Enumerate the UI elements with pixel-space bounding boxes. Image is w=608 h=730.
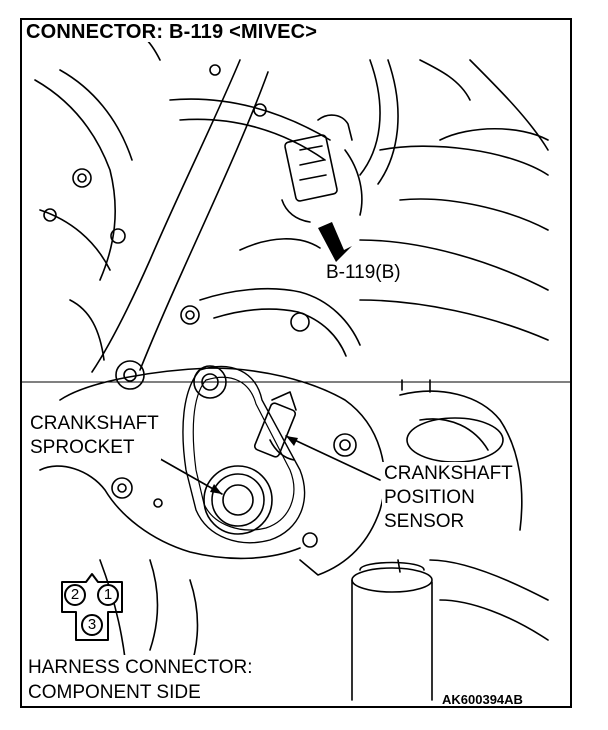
connector-pin-3: 3 [81,614,103,636]
b119-connector-body [284,134,338,202]
label-line: COMPONENT SIDE [28,682,201,703]
harness-connector-label: HARNESS CONNECTOR: COMPONENT SIDE [26,655,255,705]
connector-pin-1: 1 [97,584,119,606]
page-title: CONNECTOR: B-119 <MIVEC> [24,21,320,43]
bolt [72,168,92,188]
hose-main [91,59,241,373]
connector-arrow-icon [318,222,352,262]
oil-filter [351,579,433,701]
timing-belt [182,365,306,544]
connector-callout: B-119(B) [324,262,403,283]
crankshaft-position-sensor-label: CRANKSHAFT POSITION SENSOR [382,462,515,534]
label-line: CRANKSHAFT [384,463,513,484]
label-line: CRANKSHAFT [30,413,159,434]
figure-code: AK600394AB [440,692,525,707]
sensor-leader [285,435,381,481]
timing-cover [59,367,386,576]
hose-right [359,59,381,176]
label-line: SPROCKET [30,437,135,458]
connector-face-outline [61,573,123,641]
label-line: HARNESS CONNECTOR: [28,657,253,678]
connector-pin-2: 2 [64,584,86,606]
crankshaft-position-sensor [253,402,297,458]
label-line: POSITION [384,487,475,508]
crankshaft-sprocket-label: CRANKSHAFT SPROCKET [28,412,161,460]
crankshaft-sprocket [203,465,273,535]
label-line: SENSOR [384,511,465,532]
